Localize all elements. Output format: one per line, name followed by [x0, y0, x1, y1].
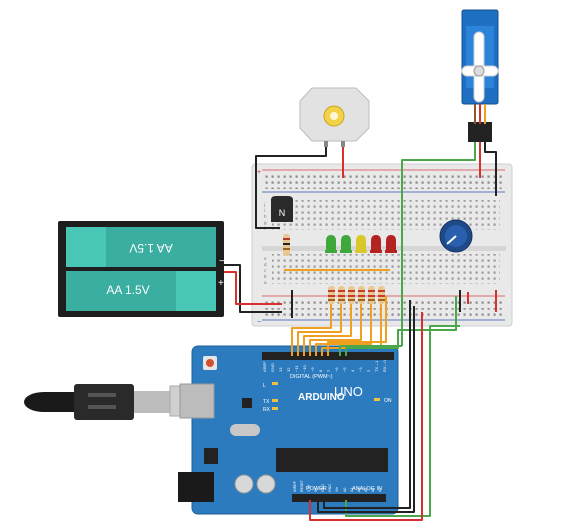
row-letter: b: [264, 274, 267, 279]
led[interactable]: [355, 235, 367, 253]
led[interactable]: [370, 235, 382, 253]
power-header-label: POWER: [306, 486, 327, 492]
pot-to-a0-wire: [345, 325, 460, 517]
analog-pin-label: A5: [378, 488, 382, 492]
digital-pin-label: AREF: [262, 361, 267, 372]
led-resistors: [328, 286, 385, 304]
row-letter: d: [264, 262, 267, 267]
resistor[interactable]: [358, 286, 365, 304]
digital-pin-label: RX←0: [382, 359, 387, 372]
l-led-label: L: [263, 383, 266, 389]
battery-red-wire: [224, 271, 282, 305]
arduino-uno[interactable]: ARDUINO UNO DIGITAL (PWM~) POWER ANALOG …: [178, 345, 399, 515]
digital-pin-label: TX→1: [374, 360, 379, 372]
digital-pin-label: 2: [366, 369, 371, 372]
ground-to-arduino-wire: [317, 306, 415, 513]
battery-minus-symbol: −: [219, 256, 225, 267]
tx-label: TX: [263, 399, 270, 405]
rx-label: RX: [263, 407, 271, 413]
digital-pin-label: 8: [318, 369, 323, 372]
led[interactable]: [340, 235, 352, 253]
resistor[interactable]: [348, 286, 355, 304]
power-pin-label: GND: [328, 484, 332, 492]
servo-signal-wire: [401, 142, 476, 346]
analog-pin-label: A3: [364, 488, 368, 492]
analog-pin-label: A4: [371, 488, 375, 492]
digital-pin-label: 13: [278, 367, 283, 372]
battery-plus-symbol: +: [218, 278, 224, 289]
power-pin-label: 3.3V: [307, 484, 311, 492]
digital-header-label: DIGITAL (PWM~): [290, 374, 333, 380]
potentiometer[interactable]: [439, 219, 473, 253]
digital-pin-label: ~6: [334, 367, 339, 372]
analog-pin-label: A0: [343, 488, 347, 492]
analog-pin-label: A2: [357, 488, 361, 492]
servo-motor[interactable]: [461, 9, 499, 142]
power-to-arduino-wire: [309, 312, 423, 521]
npn-transistor[interactable]: N: [271, 196, 293, 222]
digital-pin-label: 12: [286, 367, 291, 372]
digital-pin-label: ~9: [310, 367, 315, 372]
resistor[interactable]: [378, 286, 385, 304]
row-letter: h: [264, 214, 267, 219]
battery-black-wire: [224, 264, 282, 313]
power-pin-label: IOREF: [293, 480, 297, 492]
led[interactable]: [325, 235, 337, 253]
dc-motor[interactable]: [299, 87, 370, 147]
digital-pin-label: ~11: [294, 365, 299, 372]
row-letter: g: [264, 220, 267, 225]
power-pin-label: Vin: [335, 487, 339, 492]
motor-black-wire: [255, 147, 327, 229]
led[interactable]: [385, 235, 397, 253]
servo-ground-wire: [484, 142, 497, 186]
atmega-chip: [276, 448, 388, 472]
reset-button[interactable]: [206, 359, 214, 367]
resistor[interactable]: [328, 286, 335, 304]
power-pin-label: RESET: [300, 479, 304, 492]
row-letter: j: [263, 202, 265, 207]
digital-pin-label: 4: [350, 369, 355, 372]
rail-minus-label: −: [257, 319, 261, 326]
analog-pin-label: A1: [350, 488, 354, 492]
digital-pin-label: 7: [326, 369, 331, 372]
digital-pin-label: GND: [270, 363, 275, 372]
row-letter: e: [264, 256, 267, 261]
row-letter: a: [264, 280, 267, 285]
analog-header-label: ANALOG IN: [352, 486, 382, 492]
battery-pack[interactable]: AA 1.5V AA 1.5V − +: [58, 221, 225, 317]
battery-bottom-label: AA 1.5V: [106, 283, 149, 297]
resistor[interactable]: [338, 286, 345, 304]
row-letter: i: [264, 208, 265, 213]
resistor-base[interactable]: [283, 234, 290, 256]
arduino-brand: ARDUINO: [298, 392, 345, 403]
digital-pin-label: ~3: [358, 367, 363, 372]
digital-pin-label: ~5: [342, 367, 347, 372]
arduino-model: UNO: [334, 384, 363, 399]
power-pin-label: 5V: [314, 487, 318, 492]
row-letter: c: [264, 268, 267, 273]
battery-top-label: AA 1.5V: [129, 241, 172, 255]
resistor[interactable]: [368, 286, 375, 304]
power-pin-label: GND: [321, 484, 325, 492]
leds: [325, 235, 397, 253]
wires: [224, 142, 497, 521]
pot-knob-indicator: [446, 235, 457, 245]
transistor-mark: N: [279, 208, 286, 218]
digital-pin-label: ~10: [302, 364, 307, 372]
rail-plus-label: +: [257, 169, 261, 176]
usb-cable: [24, 384, 211, 420]
on-led-label: ON: [384, 398, 392, 404]
